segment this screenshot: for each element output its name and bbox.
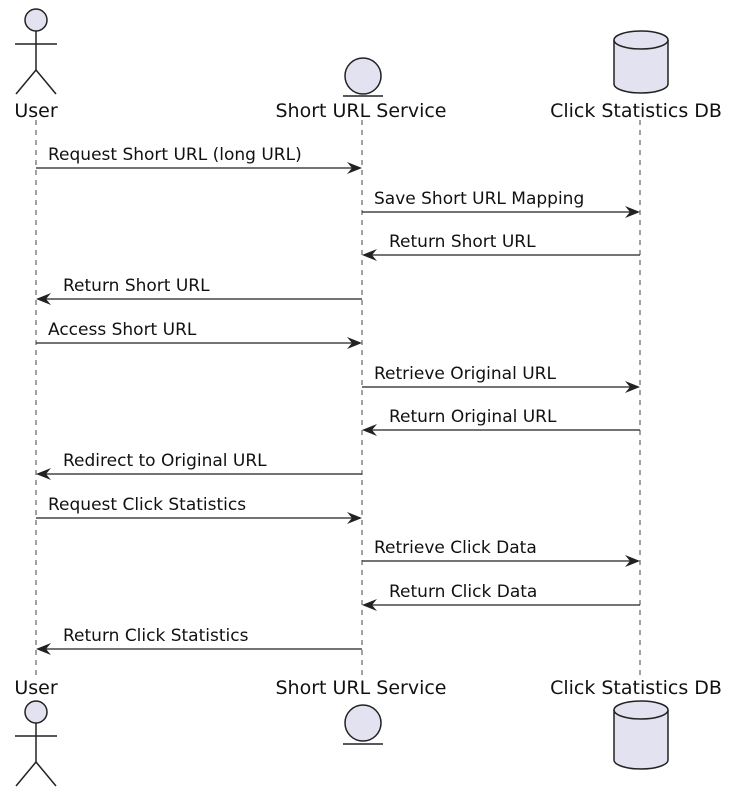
messages: Request Short URL (long URL) Save Short U…	[36, 145, 640, 655]
arrowhead-icon	[36, 293, 51, 305]
entity-icon-bottom	[343, 704, 383, 745]
message-label: Return Original URL	[389, 407, 557, 427]
message-label: Retrieve Click Data	[374, 538, 537, 558]
message-label: Access Short URL	[48, 320, 197, 340]
message-9: Request Click Statistics	[36, 495, 362, 524]
message-2: Save Short URL Mapping	[362, 189, 640, 218]
message-7: Return Original URL	[362, 407, 640, 436]
message-label: Return Short URL	[389, 232, 536, 252]
arrowhead-icon	[347, 337, 362, 349]
actor-icon-bottom	[15, 700, 57, 787]
message-10: Retrieve Click Data	[362, 538, 640, 567]
arrowhead-icon	[36, 643, 51, 655]
message-label: Save Short URL Mapping	[374, 189, 584, 209]
participant-label-service-top: Short URL Service	[276, 100, 447, 122]
arrowhead-icon	[362, 424, 377, 436]
arrowhead-icon	[36, 468, 51, 480]
participant-label-user-bottom: User	[14, 677, 57, 699]
message-label: Return Short URL	[63, 276, 210, 296]
participant-label-user-top: User	[14, 100, 57, 122]
arrowhead-icon	[347, 512, 362, 524]
message-label: Retrieve Original URL	[374, 364, 556, 384]
actor-icon-top	[15, 8, 57, 95]
message-label: Return Click Data	[389, 582, 537, 602]
message-4: Return Short URL	[36, 276, 362, 305]
message-label: Request Click Statistics	[48, 495, 246, 515]
message-label: Return Click Statistics	[63, 626, 249, 646]
arrowhead-icon	[362, 249, 377, 261]
message-1: Request Short URL (long URL)	[36, 145, 362, 174]
message-8: Redirect to Original URL	[36, 451, 362, 480]
participant-label-db-bottom: Click Statistics DB	[550, 677, 722, 699]
message-5: Access Short URL	[36, 320, 362, 349]
message-6: Retrieve Original URL	[362, 364, 640, 393]
message-11: Return Click Data	[362, 582, 640, 611]
message-label: Request Short URL (long URL)	[48, 145, 302, 165]
message-3: Return Short URL	[362, 232, 640, 261]
participant-label-db-top: Click Statistics DB	[550, 100, 722, 122]
participant-label-service-bottom: Short URL Service	[276, 677, 447, 699]
arrowhead-icon	[362, 599, 377, 611]
entity-icon-top	[343, 57, 383, 97]
database-icon-bottom	[613, 700, 669, 770]
arrowhead-icon	[347, 162, 362, 174]
database-icon-top	[613, 30, 669, 94]
message-label: Redirect to Original URL	[63, 451, 267, 471]
arrowhead-icon	[625, 555, 640, 567]
arrowhead-icon	[625, 206, 640, 218]
message-12: Return Click Statistics	[36, 626, 362, 655]
arrowhead-icon	[625, 381, 640, 393]
